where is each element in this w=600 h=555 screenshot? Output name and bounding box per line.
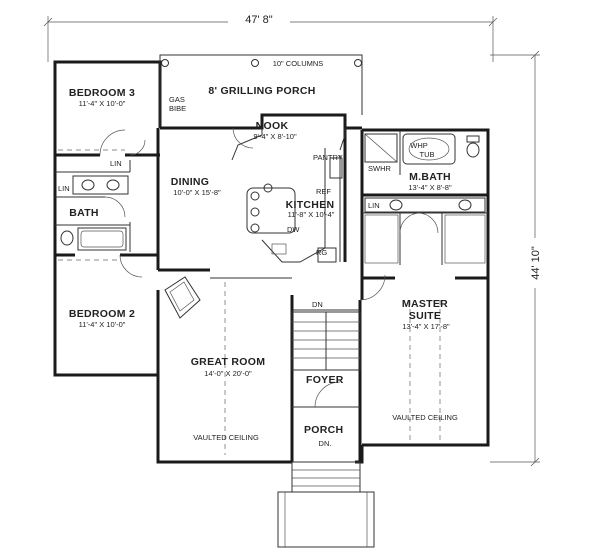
width-dimension: 47' 8" [43, 12, 498, 62]
shower-label: SWHR [368, 164, 391, 173]
porch-dn-label: DN. [319, 439, 332, 448]
dining-size: 10'-0" X 15'-8" [173, 188, 221, 197]
width-dimension-label: 47' 8" [245, 14, 273, 26]
vaulted-ceiling-lines [224, 282, 441, 455]
porch-columns [161, 59, 362, 67]
depth-dimension-label: 44' 10" [530, 246, 542, 280]
bedroom2-size: 11'-4" X 10'-0" [79, 320, 126, 329]
fixtures [58, 133, 486, 319]
master-size: 13'-4" X 17'-8" [402, 322, 450, 331]
exterior-walls [53, 54, 490, 464]
linen-label-2: LIN [58, 184, 70, 193]
interior-walls [55, 128, 488, 462]
stairs [277, 311, 375, 548]
nook-size: 9'-4" X 8'-10" [253, 132, 297, 141]
depth-dimension: 44' 10" [490, 50, 542, 467]
master-label-line2: SUITE [409, 310, 441, 322]
kitchen-size: 11'-8" X 10'-4" [288, 210, 335, 219]
foyer-label: FOYER [306, 374, 344, 386]
porch-columns-label: 10" COLUMNS [273, 59, 324, 68]
stair-dn-label: DN [312, 300, 323, 309]
pantry-label: PANTRY [313, 153, 343, 162]
grilling-porch-label: 8' GRILLING PORCH [208, 85, 315, 97]
great-room-size: 14'-0" X 20'-0" [204, 369, 252, 378]
gas-bibe-label-1: GAS [169, 95, 185, 104]
kitchen-label: KITCHEN [286, 199, 335, 211]
master-ceiling-label: VAULTED CEILING [392, 413, 458, 422]
whirlpool-label-1: WHP [410, 141, 428, 150]
mbath-label: M.BATH [409, 171, 451, 183]
great-room-label: GREAT ROOM [191, 356, 266, 368]
door-swings [99, 127, 439, 408]
great-room-ceiling-label: VAULTED CEILING [193, 433, 259, 442]
bedroom2-label: BEDROOM 2 [69, 308, 135, 320]
master-label-line1: MASTER [402, 298, 448, 310]
rg-label: RG [316, 248, 327, 257]
whirlpool-label-2: TUB [420, 150, 435, 159]
linen-label-1: LIN [110, 159, 122, 168]
nook-label: NOOK [256, 120, 289, 132]
bath-label: BATH [69, 207, 99, 219]
gas-bibe-label-2: BIBE [169, 104, 186, 113]
bedroom3-label: BEDROOM 3 [69, 87, 135, 99]
mbath-size: 13'-4" X 8'-8" [408, 183, 452, 192]
dining-label: DINING [171, 176, 210, 188]
linen-label-3: LIN [368, 201, 380, 210]
dw-label: DW [287, 225, 300, 234]
bedroom3-size: 11'-4" X 10'-0" [79, 99, 126, 108]
porch-label: PORCH [304, 424, 343, 436]
ref-label: REF [316, 187, 331, 196]
